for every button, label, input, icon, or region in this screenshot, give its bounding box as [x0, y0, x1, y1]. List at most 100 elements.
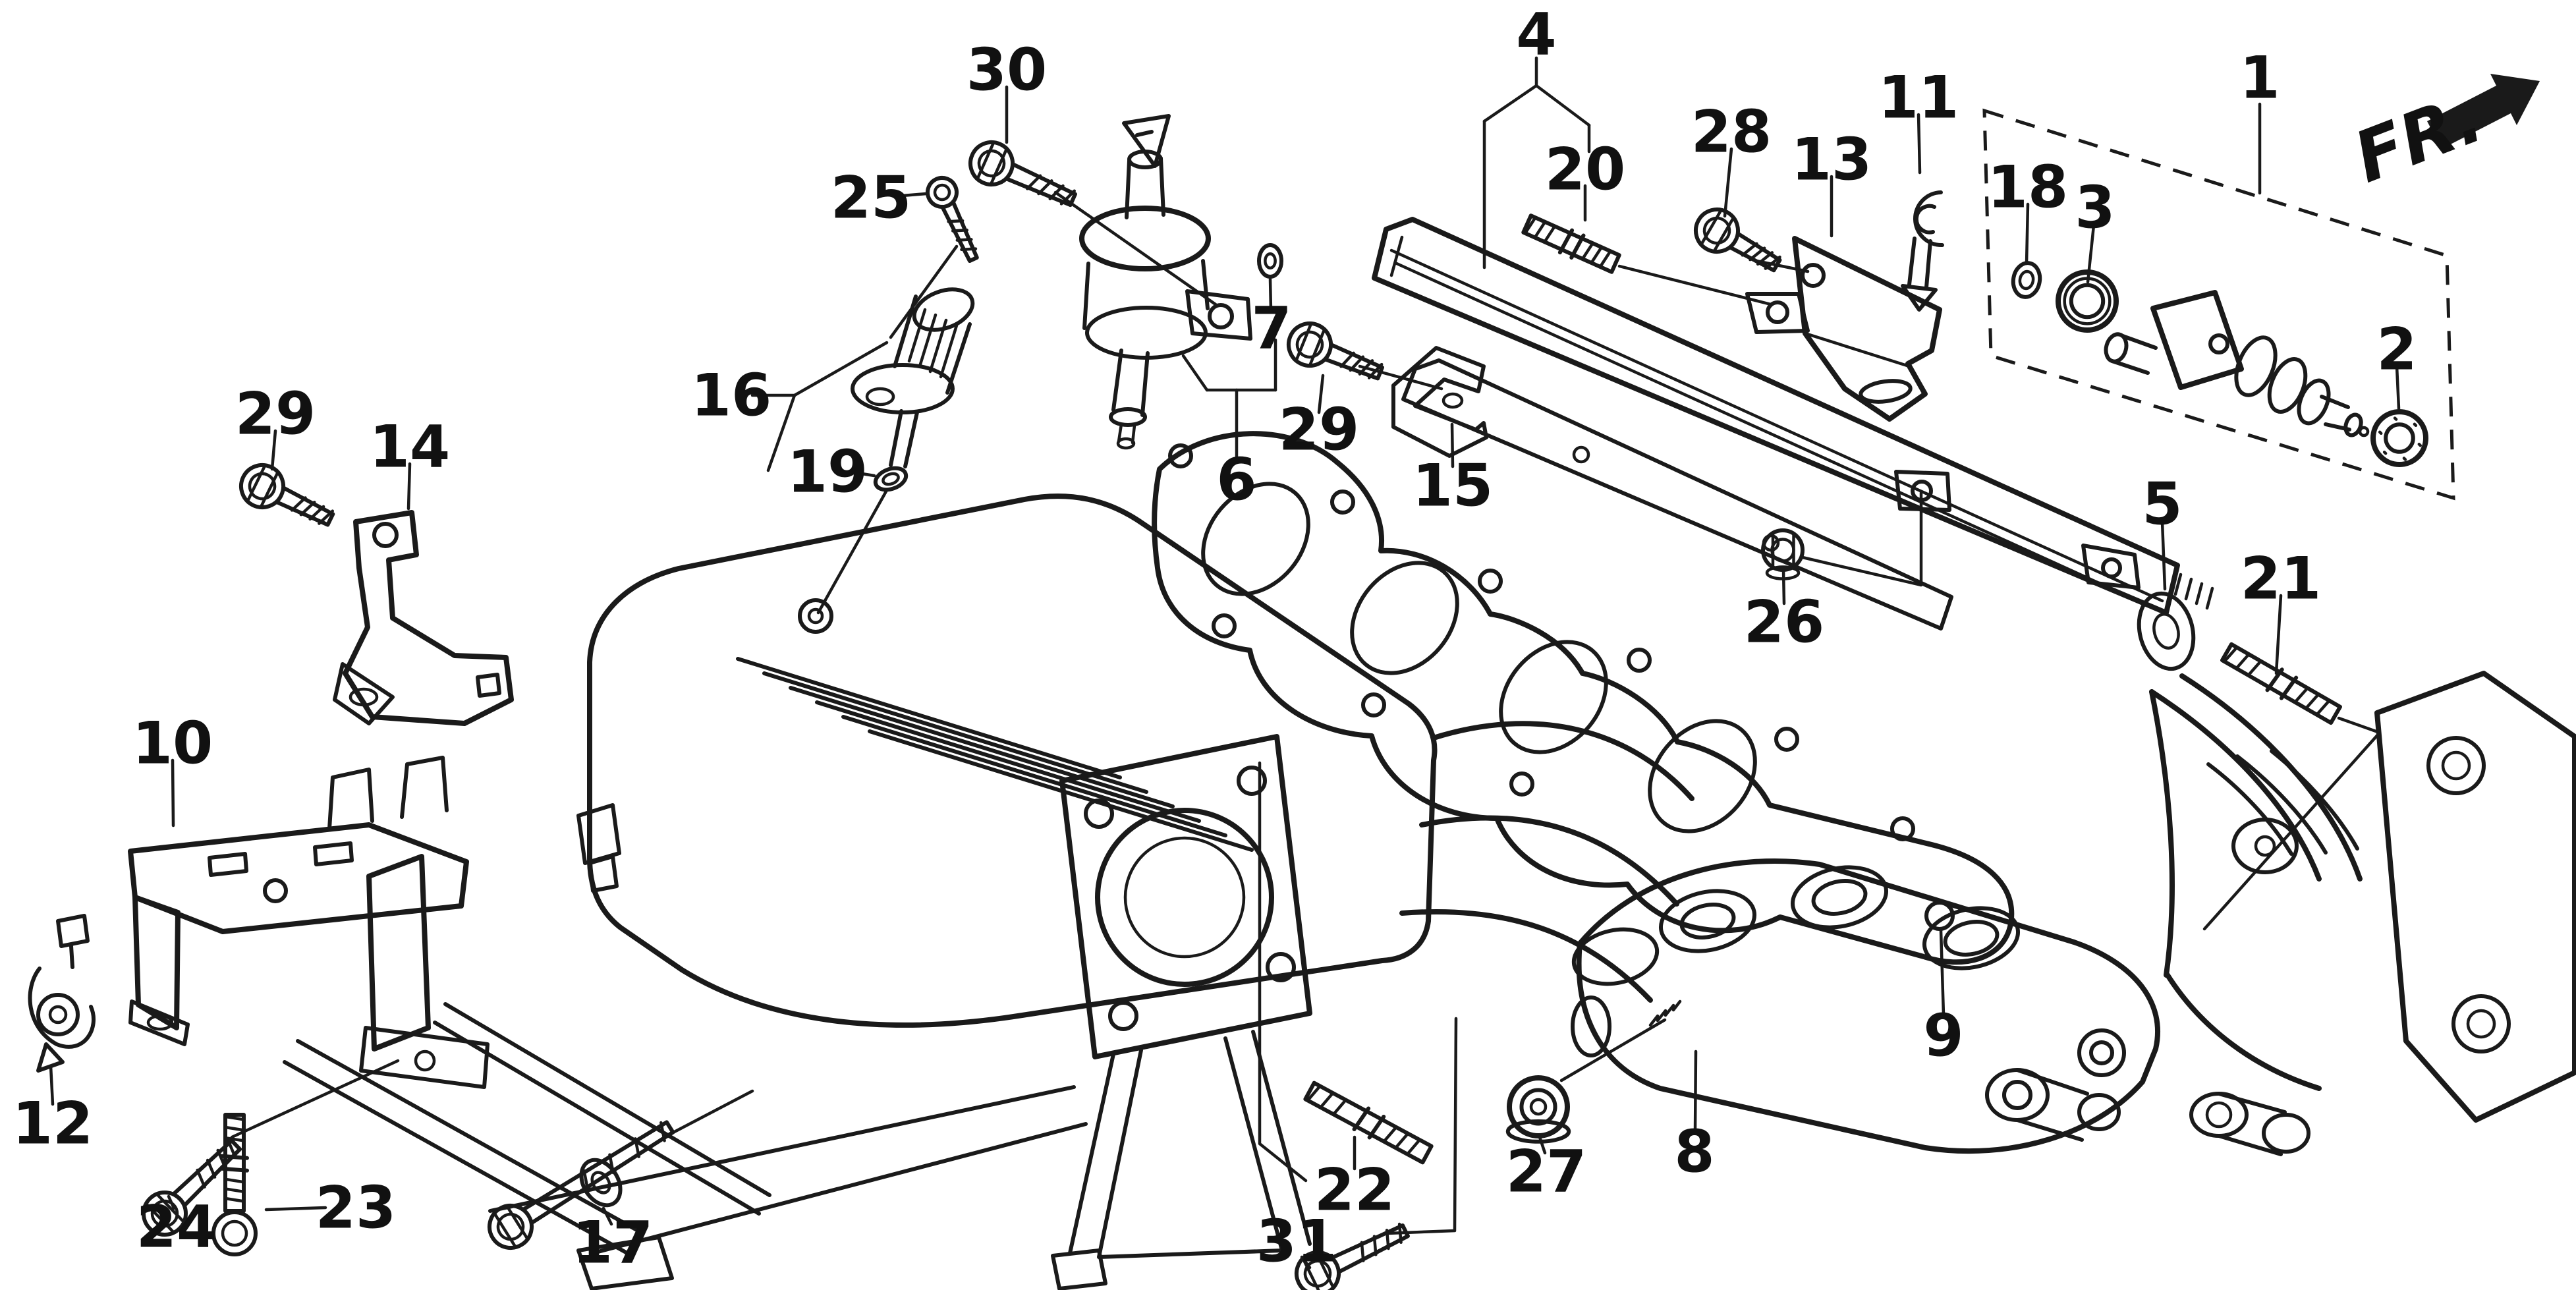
part-callout-24: 24	[136, 1193, 217, 1261]
stud-22	[1303, 1080, 1434, 1165]
bolt-28	[1694, 208, 1782, 273]
clamp-bracket-15	[1391, 346, 1488, 458]
leader-29-mid-1	[1358, 364, 1443, 391]
seal-ring-2	[2370, 409, 2428, 467]
lower-manifold	[1399, 721, 2161, 1154]
leader-22-1	[1258, 761, 1308, 1183]
leader-6-2	[1181, 354, 1209, 392]
screw-25	[926, 176, 979, 264]
leader-27-1	[1559, 1018, 1667, 1082]
rail-bracket-13	[1792, 236, 1942, 422]
leader-28	[1723, 147, 1733, 218]
bolt-29-mid	[1287, 322, 1384, 381]
leader-19	[848, 470, 876, 478]
sensor-probe	[889, 409, 919, 468]
part-callouts: 1234567891011121314151617181920212223242…	[13, 1, 2417, 1277]
part-callout-18: 18	[1988, 154, 2068, 221]
leader-8	[1693, 1050, 1698, 1133]
manifold-stud-boss	[1648, 999, 1682, 1027]
part-callout-30: 30	[966, 36, 1047, 104]
washer-5	[2137, 591, 2196, 671]
leader-3	[2086, 223, 2096, 284]
engine-cutaway	[2149, 671, 2576, 1156]
part-callout-27: 27	[1506, 1138, 1586, 1206]
leader-4-3	[1534, 84, 1591, 127]
part-callout-14: 14	[370, 413, 450, 481]
part-callout-16: 16	[691, 362, 771, 430]
cushion-ring-3	[2056, 269, 2119, 333]
stud-21	[2220, 642, 2342, 725]
leader-16-2	[766, 393, 797, 472]
leader-31	[1300, 1255, 1312, 1270]
regulator-lug	[1185, 289, 1252, 341]
leader-19-1	[816, 488, 889, 615]
fr-arrow-icon	[2427, 74, 2540, 149]
nut-27	[1505, 1075, 1571, 1144]
part-callout-10: 10	[132, 710, 213, 777]
fuel-injector	[2104, 290, 2370, 437]
leader-21-1	[2202, 716, 2382, 931]
fuel-rail	[1372, 217, 2214, 631]
gasket-bolt-holes	[1168, 443, 1955, 931]
part-callout-22: 22	[1314, 1156, 1395, 1224]
part-callout-7: 7	[1251, 294, 1291, 362]
injector-set-box	[1982, 108, 2455, 501]
leader-29-left	[270, 429, 277, 471]
leader-26-1	[1801, 490, 1923, 587]
o-ring-18	[2011, 261, 2042, 299]
leader-lines	[49, 56, 2401, 1270]
manifold-gasket	[1152, 431, 2015, 965]
plenum-ribs	[736, 657, 1254, 852]
leader-2	[2395, 364, 2401, 410]
mount-bracket-10	[128, 756, 490, 1089]
leader-24-1	[230, 1059, 400, 1139]
leader-11	[1917, 113, 1922, 175]
strut-feet	[576, 1235, 1107, 1290]
plenum-upper-manifold	[576, 493, 1438, 1028]
manifold-spouts	[1985, 1028, 2126, 1142]
rail-end-threads	[2173, 573, 2214, 610]
leader-18	[2025, 202, 2030, 266]
leader-24	[167, 1194, 176, 1210]
leader-15	[1450, 422, 1455, 468]
part-callout-29-left: 29	[235, 380, 316, 448]
bolt-17	[488, 1120, 675, 1250]
part-callout-3: 3	[2075, 174, 2115, 242]
leader-26	[1781, 569, 1786, 605]
leader-25-1	[889, 244, 959, 339]
sensor-boss	[798, 598, 833, 634]
leader-12	[49, 1064, 55, 1106]
washer-7	[1257, 243, 1283, 279]
fr-label: FR.	[2343, 76, 2493, 198]
leader-27	[1538, 1135, 1547, 1155]
leader-16-1	[793, 341, 889, 397]
part-callout-13: 13	[1791, 126, 1872, 194]
leader-17-1	[665, 1089, 754, 1138]
leader-30-1	[1053, 190, 1218, 306]
plenum-side-stub	[576, 803, 621, 893]
leader-17	[602, 1206, 613, 1226]
leader-29-mid	[1317, 374, 1325, 414]
rail-baffle-plate	[1401, 358, 1953, 631]
stud-23	[211, 1113, 258, 1256]
leader-4-1	[1482, 84, 1538, 123]
part-callout-4: 4	[1516, 1, 1556, 69]
leader-5	[2160, 520, 2167, 591]
hardware-parts	[142, 140, 2428, 1290]
part-callout-8: 8	[1674, 1118, 1714, 1186]
part-callout-17: 17	[573, 1209, 653, 1277]
bolt-29-left	[239, 463, 335, 527]
part-callout-15: 15	[1413, 452, 1493, 520]
stud-20	[1521, 213, 1621, 274]
pressure-regulator	[1079, 114, 1252, 450]
manifold-ports	[1571, 865, 2021, 986]
stay-bracket-14	[333, 510, 514, 726]
leader-20-1	[1617, 264, 1773, 306]
bolt-30	[968, 140, 1077, 208]
part-callout-25: 25	[831, 164, 911, 232]
part-callout-11: 11	[1878, 64, 1959, 132]
gasket-port-holes	[1201, 482, 1757, 833]
throttle-flange	[283, 734, 1312, 1290]
